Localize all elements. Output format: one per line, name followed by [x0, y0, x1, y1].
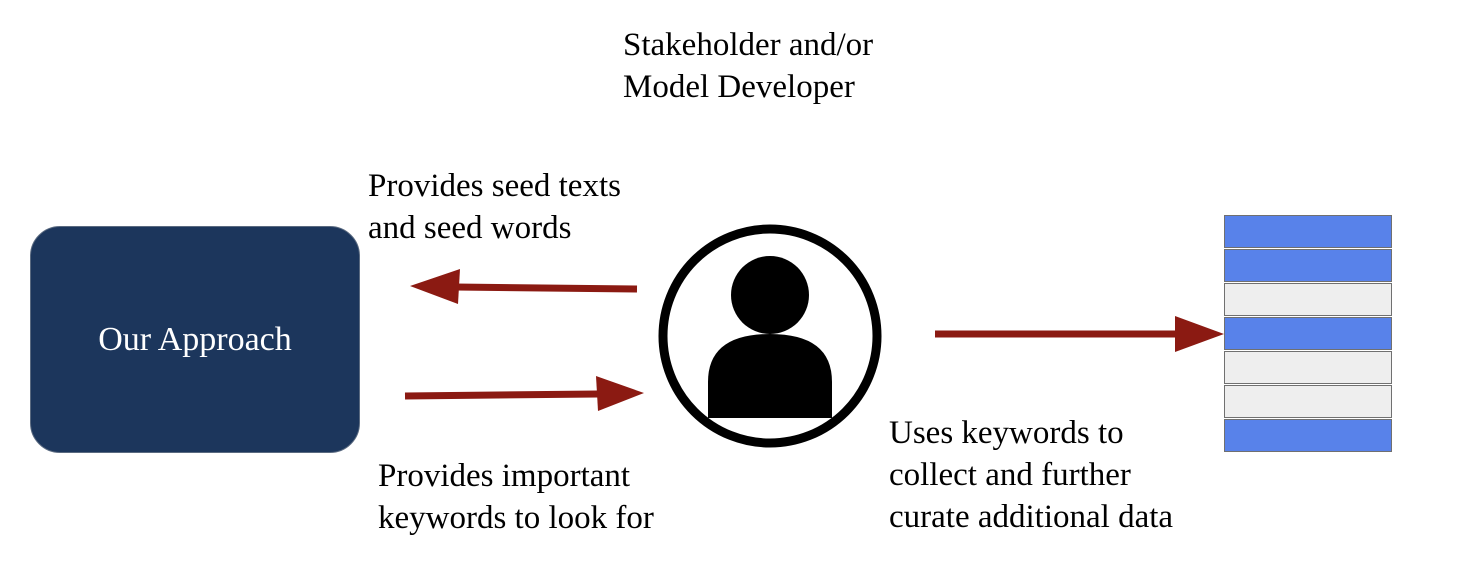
data-row-plain — [1224, 385, 1392, 418]
arrow-keywords-line — [404, 390, 599, 400]
data-table-icon — [1224, 215, 1394, 454]
arrow-approach-to-actor — [404, 376, 644, 411]
seed-edge-label-line: and seed words — [368, 210, 572, 246]
data-row-highlight — [1224, 317, 1392, 350]
person-body — [708, 334, 832, 418]
actor-label-line: Stakeholder and/or — [623, 27, 874, 63]
data-row-highlight — [1224, 249, 1392, 282]
arrow-keywords-head — [596, 376, 644, 411]
approach-node-label: Our Approach — [98, 320, 292, 358]
collect-edge-label-line: curate additional data — [889, 499, 1174, 535]
keywords-edge-label: Provides important keywords to look for — [378, 455, 654, 539]
seed-edge-label-line: Provides seed texts — [368, 168, 621, 204]
keywords-edge-label-line: keywords to look for — [378, 500, 654, 536]
data-row-highlight — [1224, 215, 1392, 248]
collect-edge-label: Uses keywords to collect and further cur… — [889, 412, 1173, 538]
actor-label-line: Model Developer — [623, 69, 855, 105]
arrow-actor-to-data — [935, 316, 1224, 352]
data-row-plain — [1224, 351, 1392, 384]
approach-node: Our Approach — [30, 226, 360, 453]
data-row-highlight — [1224, 419, 1392, 452]
arrow-seed-head — [410, 269, 460, 304]
arrow-collect-head — [1175, 316, 1224, 352]
seed-edge-label: Provides seed texts and seed words — [368, 165, 621, 249]
arrow-seed-to-approach — [410, 269, 638, 304]
collect-edge-label-line: collect and further — [889, 457, 1131, 493]
collect-edge-label-line: Uses keywords to — [889, 415, 1124, 451]
person-circle-icon — [658, 224, 882, 448]
arrow-seed-line — [454, 283, 638, 293]
data-row-plain — [1224, 283, 1392, 316]
keywords-edge-label-line: Provides important — [378, 458, 631, 494]
person-head — [731, 256, 809, 334]
actor-label: Stakeholder and/or Model Developer — [623, 24, 873, 108]
